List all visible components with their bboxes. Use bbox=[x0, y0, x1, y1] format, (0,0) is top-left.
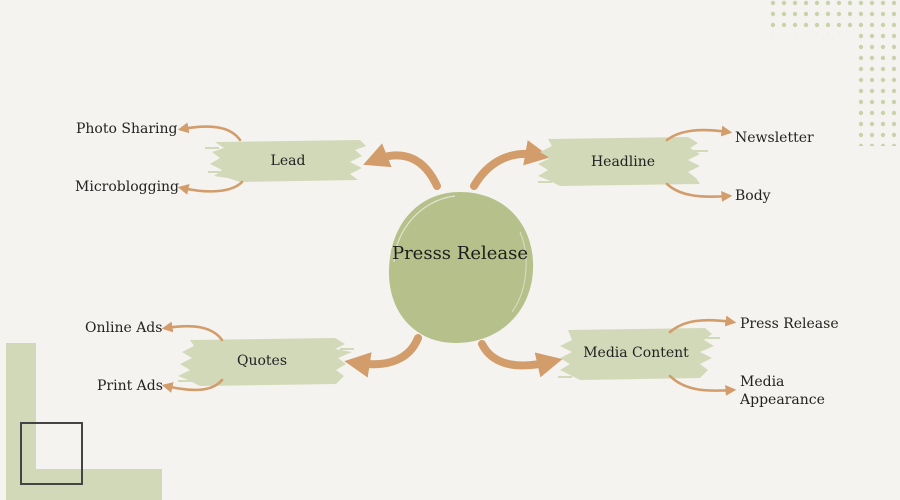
arrow-quotes-online bbox=[161, 321, 224, 342]
node-headline-label: Headline bbox=[590, 154, 656, 170]
leaf-body: Body bbox=[735, 188, 771, 204]
node-lead-label: Lead bbox=[270, 153, 306, 169]
node-lead-shape bbox=[205, 140, 366, 182]
leaf-print-ads: Print Ads bbox=[97, 378, 163, 394]
node-quotes-shape bbox=[178, 338, 354, 386]
corner-decoration bbox=[6, 343, 162, 500]
arrow-headline-body bbox=[665, 182, 733, 202]
main-arrows bbox=[344, 140, 563, 378]
arrow-lead-photo bbox=[177, 122, 242, 142]
node-quotes-label: Quotes bbox=[236, 353, 288, 369]
leaf-microblogging: Microblogging bbox=[75, 179, 180, 195]
dot-grid-decoration bbox=[768, 0, 900, 146]
arrow-lead-micro bbox=[177, 180, 244, 195]
arrow-media-press bbox=[668, 315, 737, 334]
arrow-quotes-print bbox=[161, 378, 224, 393]
leaf-press-release: Press Release bbox=[740, 316, 839, 332]
center-label: Presss Release bbox=[391, 243, 529, 264]
node-media-label: Media Content bbox=[583, 345, 689, 361]
arrow-to-headline bbox=[470, 140, 551, 190]
leaf-online-ads: Online Ads bbox=[85, 320, 163, 336]
arrow-to-lead bbox=[363, 143, 441, 190]
leaf-photo-sharing: Photo Sharing bbox=[76, 121, 178, 137]
center-node bbox=[388, 192, 534, 344]
arrow-media-appearance bbox=[668, 374, 737, 396]
leaf-newsletter: Newsletter bbox=[735, 130, 814, 146]
center-blob bbox=[388, 192, 534, 344]
leaf-arrows bbox=[161, 122, 737, 396]
node-media-shape bbox=[558, 328, 720, 380]
arrow-to-quotes bbox=[344, 334, 422, 378]
arrow-to-media bbox=[478, 340, 563, 378]
leaf-media-appearance: Media Appearance bbox=[740, 374, 825, 408]
node-headline-shape bbox=[538, 137, 708, 186]
arrow-headline-news bbox=[665, 125, 733, 142]
